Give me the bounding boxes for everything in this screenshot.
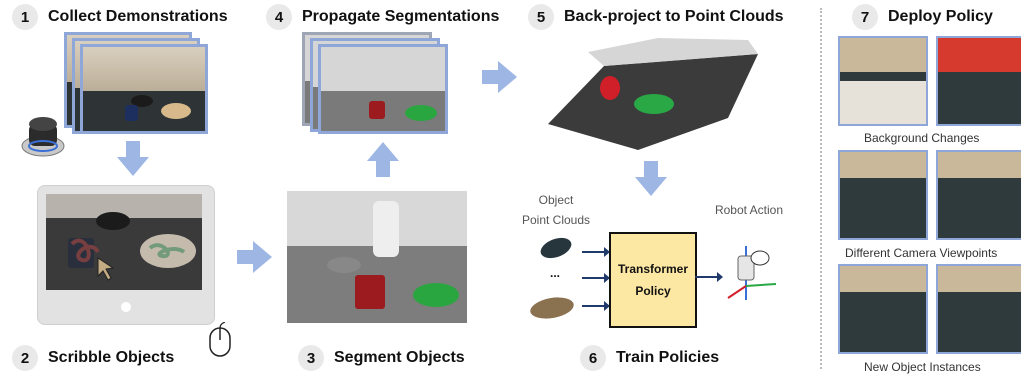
deploy-thumb-viewpoint-2 xyxy=(936,150,1021,240)
step-number: 3 xyxy=(298,345,324,371)
step-label: Train Policies xyxy=(616,349,720,366)
step-2-header: 2 Scribble Objects xyxy=(12,345,174,371)
robot-action-label: Robot Action xyxy=(714,203,784,217)
step-4-header: 4 Propagate Segmentations xyxy=(266,4,499,30)
scribble-screen xyxy=(46,194,202,290)
new-object-instances-caption: New Object Instances xyxy=(864,360,981,374)
ellipsis-label: ... xyxy=(550,266,561,280)
transformer-policy-box: Transformer Policy xyxy=(609,232,697,328)
segment-scene xyxy=(287,191,467,323)
step-number: 2 xyxy=(12,345,38,371)
arrow-down-icon xyxy=(635,161,667,196)
monitor xyxy=(37,185,215,325)
step-number: 4 xyxy=(266,4,292,30)
demo-frame-front xyxy=(80,44,208,134)
step-label: Back-project to Point Clouds xyxy=(564,8,784,25)
point-cloud-render xyxy=(548,38,758,150)
arrow-right-icon xyxy=(237,241,272,273)
step-6-header: 6 Train Policies xyxy=(580,345,719,371)
arrow-right-icon xyxy=(482,61,517,93)
deploy-thumb-background-2 xyxy=(936,36,1021,126)
policy-line-1: Transformer xyxy=(617,262,689,276)
policy-line-2: Policy xyxy=(635,284,671,298)
deploy-thumb-background-1 xyxy=(838,36,928,126)
background-changes-caption: Background Changes xyxy=(864,131,980,145)
step-number: 7 xyxy=(852,4,878,30)
step-label: Segment Objects xyxy=(334,349,465,366)
step-label: Collect Demonstrations xyxy=(48,8,228,25)
step-label: Scribble Objects xyxy=(48,349,175,366)
mug-pointcloud-icon xyxy=(540,237,572,259)
deploy-thumb-instance-2 xyxy=(936,264,1021,354)
object-point-clouds-label: Object Point Clouds xyxy=(521,193,591,227)
input-arrows xyxy=(582,247,610,311)
scribble-marks xyxy=(70,238,186,281)
section-divider xyxy=(820,8,822,369)
step-label: Propagate Segmentations xyxy=(302,8,500,25)
spacemouse-icon xyxy=(21,117,65,157)
gripper-axes-icon xyxy=(727,246,777,300)
mouse-icon xyxy=(209,322,231,357)
deploy-thumb-viewpoint-1 xyxy=(838,150,928,240)
monitor-power-dot xyxy=(121,302,131,312)
propagate-frame-front xyxy=(318,44,448,134)
step-label: Deploy Policy xyxy=(888,8,993,25)
arrow-up-icon xyxy=(367,142,399,177)
step-5-header: 5 Back-project to Point Clouds xyxy=(528,4,784,30)
camera-viewpoints-caption: Different Camera Viewpoints xyxy=(845,246,998,260)
step-number: 6 xyxy=(580,345,606,371)
step-number: 1 xyxy=(12,4,38,30)
arrow-down-icon xyxy=(117,141,149,176)
step-number: 5 xyxy=(528,4,554,30)
output-arrow xyxy=(695,272,723,282)
step-3-header: 3 Segment Objects xyxy=(298,345,465,371)
step-7-header: 7 Deploy Policy xyxy=(852,4,993,30)
deploy-thumb-instance-1 xyxy=(838,264,928,354)
step-1-header: 1 Collect Demonstrations xyxy=(12,4,228,30)
plate-pointcloud-icon xyxy=(530,297,574,319)
